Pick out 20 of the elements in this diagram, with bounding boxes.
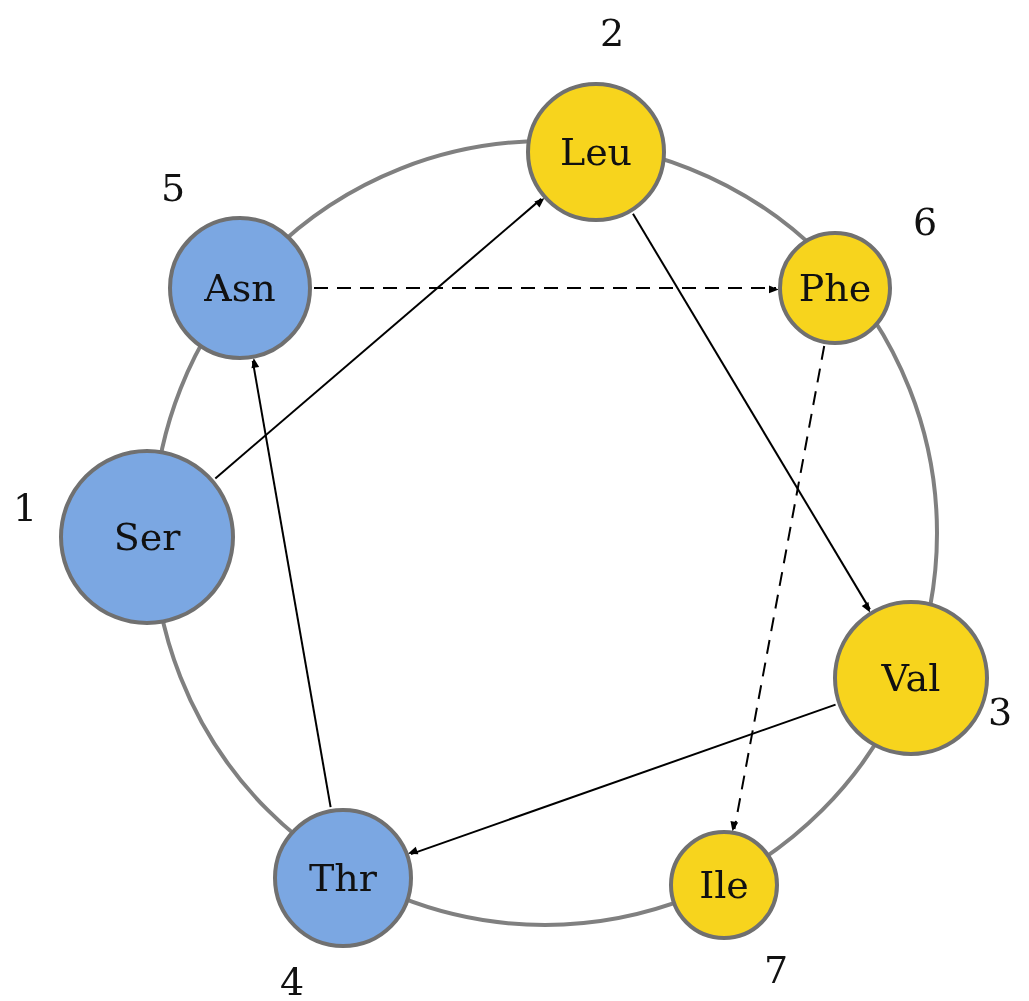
position-number: 4 bbox=[279, 960, 305, 1001]
arrow bbox=[251, 357, 332, 809]
residue-label: Phe bbox=[798, 266, 872, 310]
arrow bbox=[730, 345, 826, 832]
residue-label: Val bbox=[881, 656, 941, 700]
position-number: 1 bbox=[12, 486, 38, 530]
position-number: 6 bbox=[912, 200, 938, 244]
residue-label: Thr bbox=[309, 856, 377, 900]
arrow bbox=[214, 197, 545, 480]
arrow bbox=[407, 703, 837, 856]
position-number: 5 bbox=[160, 166, 186, 210]
residue-label: Ser bbox=[113, 515, 181, 559]
arrow bbox=[313, 285, 779, 294]
position-number: 2 bbox=[599, 11, 625, 55]
position-number: 3 bbox=[987, 690, 1013, 734]
residue-label: Leu bbox=[559, 130, 633, 174]
residue-label: Ile bbox=[699, 863, 749, 907]
residue-label: Asn bbox=[204, 266, 276, 310]
arrow bbox=[632, 212, 871, 613]
position-number: 7 bbox=[763, 948, 789, 992]
